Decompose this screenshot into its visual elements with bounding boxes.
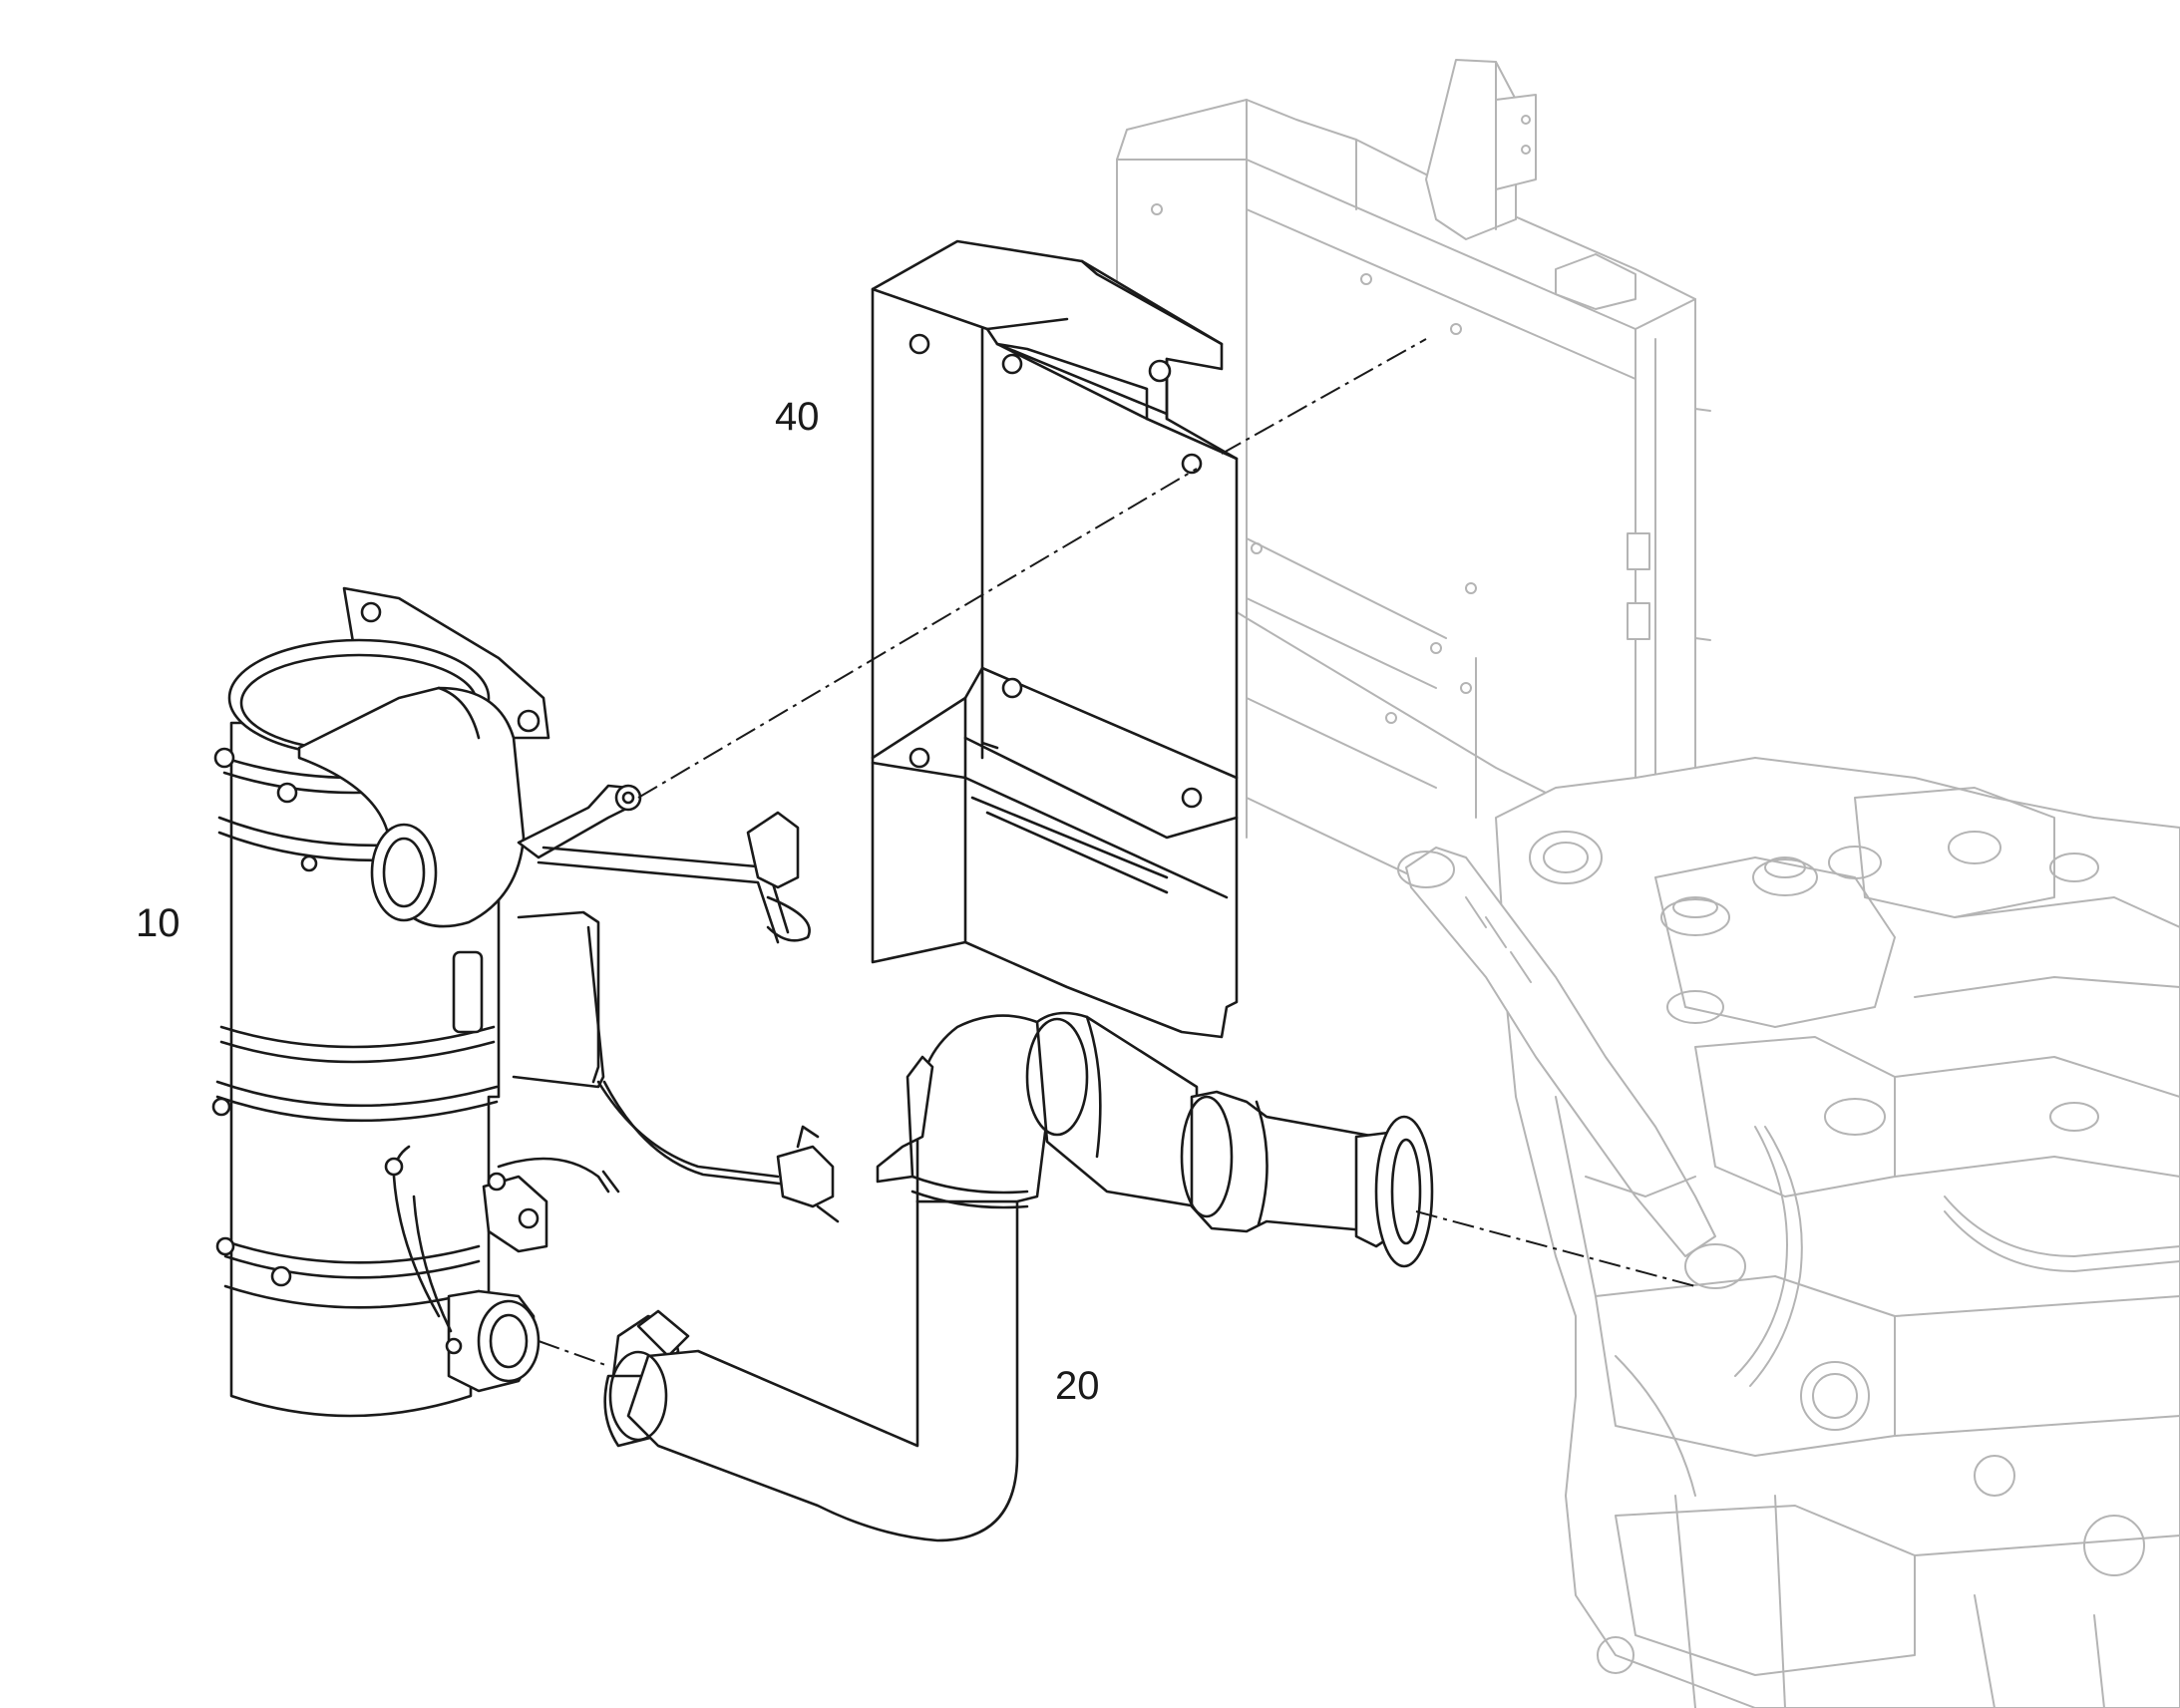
part-10-aftertreatment-unit: [211, 586, 840, 1418]
part-40-heat-shield: [871, 239, 1239, 1039]
callout-part-10: 10: [136, 901, 181, 945]
part-20-exhaust-pipe: [603, 1011, 1434, 1542]
ghost-engine: [1397, 757, 2180, 1708]
callout-part-40: 40: [775, 395, 820, 439]
callout-part-20: 20: [1055, 1364, 1100, 1408]
ghost-radiator-frame: [1116, 59, 1711, 888]
assembly-lines: [538, 338, 1696, 1367]
